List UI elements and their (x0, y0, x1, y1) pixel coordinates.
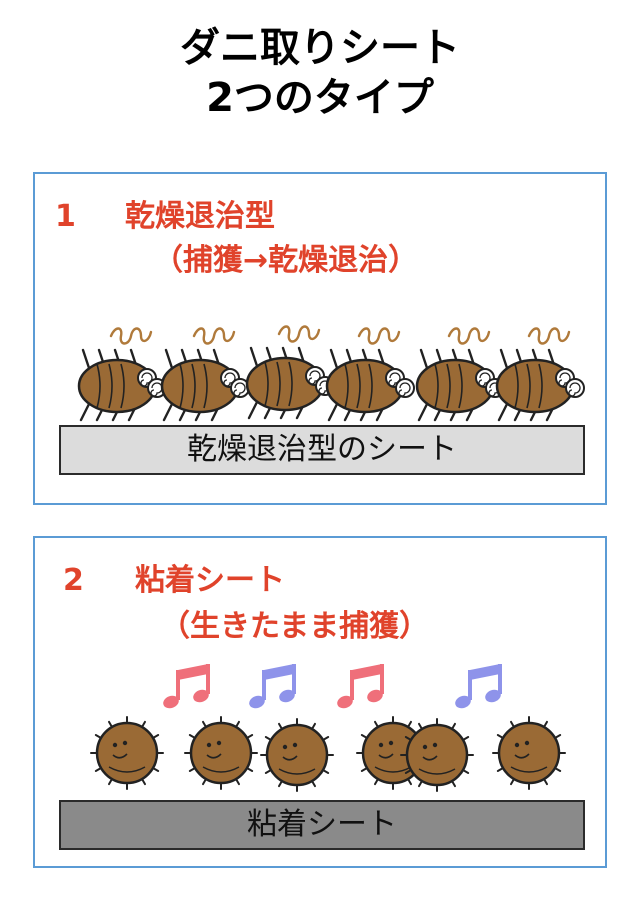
live-mites-illustration (90, 664, 566, 792)
dried-mite (77, 327, 167, 422)
dried-mites-illustration (77, 325, 585, 422)
music-note-icon (163, 664, 210, 709)
panel1-subheading: （捕獲→乾燥退治） (153, 243, 419, 278)
live-mite (400, 718, 474, 792)
sticky-sheet: 粘着シート (59, 800, 585, 850)
live-mite (260, 718, 334, 792)
panel1-heading: 乾燥退治型 (125, 199, 275, 234)
drying-type-panel: 1 乾燥退治型 （捕獲→乾燥退治） 乾燥退治型のシート (33, 172, 607, 505)
panel2-number: 2 (63, 563, 84, 598)
live-mite (90, 716, 164, 790)
dried-mite (495, 327, 585, 422)
page-title-line1: ダニ取りシート (180, 25, 460, 71)
page-title-line2: 2つのタイプ (206, 75, 434, 121)
live-mite (492, 716, 566, 790)
panel2-heading: 粘着シート (135, 563, 285, 598)
music-note-icon (337, 664, 384, 709)
live-mite (184, 716, 258, 790)
dried-mite (245, 325, 335, 420)
music-note-icon (455, 664, 502, 709)
sticky-type-panel: 2 粘着シート （生きたまま捕獲） 粘着シート (33, 536, 607, 868)
dried-mite (325, 327, 415, 422)
music-note-icon (249, 664, 296, 709)
dried-mite (160, 327, 250, 422)
panel1-number: 1 (55, 199, 76, 234)
drying-sheet: 乾燥退治型のシート (59, 425, 585, 475)
dried-mite (415, 327, 505, 422)
panel2-subheading: （生きたまま捕獲） (160, 609, 430, 644)
